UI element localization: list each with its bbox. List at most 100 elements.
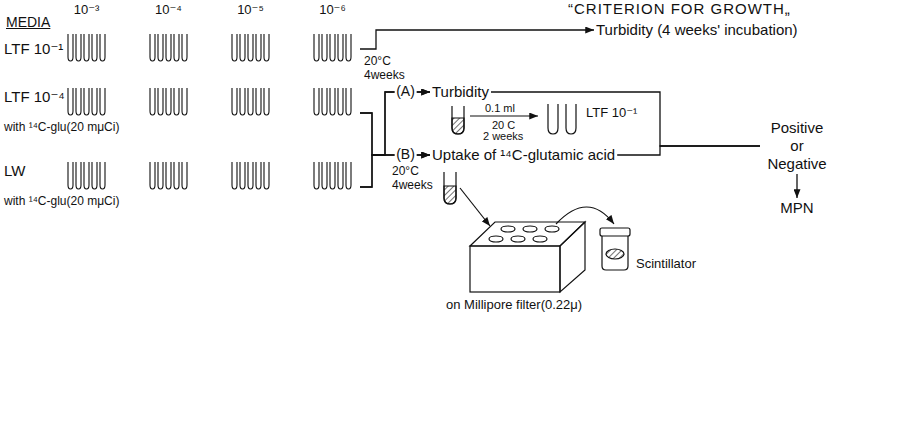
node-text: Positive or Negative xyxy=(762,119,832,173)
annotation: 2 weeks xyxy=(483,130,523,143)
annotation: 4weeks xyxy=(364,69,405,83)
filter-manifold-side xyxy=(560,222,585,292)
culture-tube xyxy=(248,88,253,115)
culture-tube xyxy=(158,34,163,61)
filter-hole xyxy=(501,226,515,232)
annotation: MEDIA xyxy=(6,14,50,30)
culture-tube xyxy=(330,162,335,189)
annotation: 0.1 ml xyxy=(485,102,515,115)
branch-label: (A) xyxy=(394,84,417,99)
culture-tube xyxy=(248,34,253,61)
medium-row: LWwith ¹⁴C-glu(20 mμCi) xyxy=(4,160,360,214)
culture-tube xyxy=(232,34,237,61)
tube-racks xyxy=(68,34,351,189)
culture-tube xyxy=(158,88,163,115)
annotation: 20°C xyxy=(392,165,419,179)
annotation: on Millipore filter(0.22μ) xyxy=(446,298,582,313)
culture-tube xyxy=(92,34,97,61)
filter-hole xyxy=(545,226,559,232)
filter-manifold-front xyxy=(470,246,560,292)
tube-contents xyxy=(452,118,464,134)
node-subtext: with ¹⁴C-glu(20 mμCi) xyxy=(4,194,360,208)
filter-hole xyxy=(489,236,503,242)
culture-tube xyxy=(182,34,187,61)
node-text: Uptake of ¹⁴C-glutamic acid xyxy=(432,146,615,164)
result-box: MPN xyxy=(778,198,815,218)
culture-tube xyxy=(100,162,105,189)
culture-tube xyxy=(346,88,351,115)
flow-connector xyxy=(360,30,594,49)
culture-tube xyxy=(166,162,171,189)
culture-tube xyxy=(76,34,81,61)
node-text: LTF 10⁻⁴ xyxy=(4,88,360,106)
tube-contents xyxy=(444,186,456,204)
inoculum-tube xyxy=(452,106,464,134)
culture-tube xyxy=(150,34,155,61)
culture-tube xyxy=(68,88,73,115)
culture-tube xyxy=(84,34,89,61)
filter-arrow xyxy=(460,188,490,226)
flow-connector xyxy=(491,92,760,146)
vial-cap xyxy=(600,228,630,236)
culture-tube xyxy=(174,88,179,115)
culture-tube xyxy=(256,34,261,61)
culture-tube xyxy=(100,34,105,61)
subculture-tube xyxy=(566,104,576,134)
culture-tube xyxy=(346,34,351,61)
filter-disc xyxy=(606,249,624,259)
culture-tube xyxy=(166,34,171,61)
branch-label: (B) xyxy=(394,147,417,162)
culture-tube xyxy=(264,34,269,61)
culture-tube xyxy=(248,162,253,189)
culture-tube xyxy=(330,34,335,61)
transfer-arrow xyxy=(556,207,614,224)
culture-tube xyxy=(174,34,179,61)
filter-hole xyxy=(533,236,547,242)
culture-tube xyxy=(240,162,245,189)
culture-tube xyxy=(76,162,81,189)
culture-tube xyxy=(322,34,327,61)
flow-connector xyxy=(360,92,430,187)
culture-tube xyxy=(314,162,319,189)
culture-tube xyxy=(232,88,237,115)
medium-row: LTF 10⁻⁴with ¹⁴C-glu(20 mμCi) xyxy=(4,86,360,140)
annotation: Scintillator xyxy=(636,257,696,272)
culture-tube xyxy=(92,88,97,115)
dilution-header: 10⁻⁶ xyxy=(319,3,346,18)
annotation: 4weeks xyxy=(392,179,433,193)
annotation: LTF 10⁻¹ xyxy=(586,106,637,121)
culture-tube xyxy=(84,162,89,189)
culture-tube xyxy=(264,162,269,189)
node-text: Turbidity xyxy=(432,83,489,101)
culture-tube xyxy=(92,162,97,189)
culture-tube xyxy=(314,88,319,115)
culture-tube xyxy=(322,88,327,115)
culture-tube xyxy=(68,34,73,61)
node-text: MPN xyxy=(780,199,813,217)
flow-connector xyxy=(360,92,430,155)
culture-tube xyxy=(256,88,261,115)
culture-tube xyxy=(68,162,73,189)
criterion-box: Uptake of ¹⁴C-glutamic acid xyxy=(430,145,617,165)
annotation: 20 C xyxy=(492,119,515,132)
culture-tube xyxy=(264,88,269,115)
subculture-tube xyxy=(548,104,558,134)
culture-tube xyxy=(150,162,155,189)
culture-tube xyxy=(240,88,245,115)
filter-manifold-top xyxy=(470,222,585,246)
culture-tube xyxy=(338,34,343,61)
filter-hole xyxy=(523,226,537,232)
result-box: Positive or Negative xyxy=(760,118,834,174)
culture-tube xyxy=(346,162,351,189)
dilution-header: 10⁻⁴ xyxy=(155,3,182,18)
culture-tube xyxy=(76,88,81,115)
culture-tube xyxy=(314,34,319,61)
filter-hole xyxy=(511,236,525,242)
culture-tube xyxy=(232,162,237,189)
culture-tube xyxy=(338,88,343,115)
culture-tube xyxy=(174,162,179,189)
criterion-box: Turbidity xyxy=(430,82,491,102)
